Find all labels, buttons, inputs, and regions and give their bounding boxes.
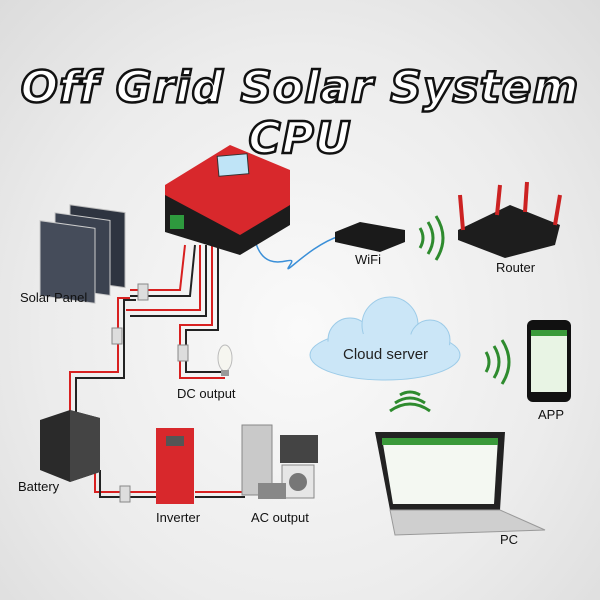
- battery-label: Battery: [18, 479, 60, 494]
- router-icon: [458, 181, 562, 258]
- laptop-icon: [375, 432, 546, 536]
- bulb-icon: [217, 344, 233, 376]
- wifi-module-icon: [335, 222, 405, 252]
- diagram-title: Off Grid Solar System CPU: [19, 61, 580, 166]
- battery-icon: [40, 410, 100, 482]
- router-label: Router: [496, 260, 536, 275]
- phone-icon: [527, 320, 571, 402]
- app-label: APP: [538, 407, 565, 422]
- cloud-icon: [309, 296, 461, 381]
- inverter-label: Inverter: [156, 510, 201, 525]
- solar-panel-label: Solar Panel: [20, 290, 88, 305]
- solar-controller-icon: [165, 145, 290, 255]
- breakers: [111, 283, 189, 503]
- wifi-signal-icon: [389, 215, 511, 413]
- ac-appliances-icon: [241, 424, 318, 499]
- inverter-icon: [156, 428, 194, 504]
- pc-label: PC: [500, 532, 519, 547]
- solar-panel-icon: [39, 204, 126, 304]
- ac-output-label: AC output: [251, 510, 309, 525]
- wires: [69, 235, 341, 498]
- wifi-label: WiFi: [355, 252, 381, 267]
- cloud-server-label: Cloud server: [343, 346, 429, 363]
- dc-output-label: DC output: [177, 386, 236, 401]
